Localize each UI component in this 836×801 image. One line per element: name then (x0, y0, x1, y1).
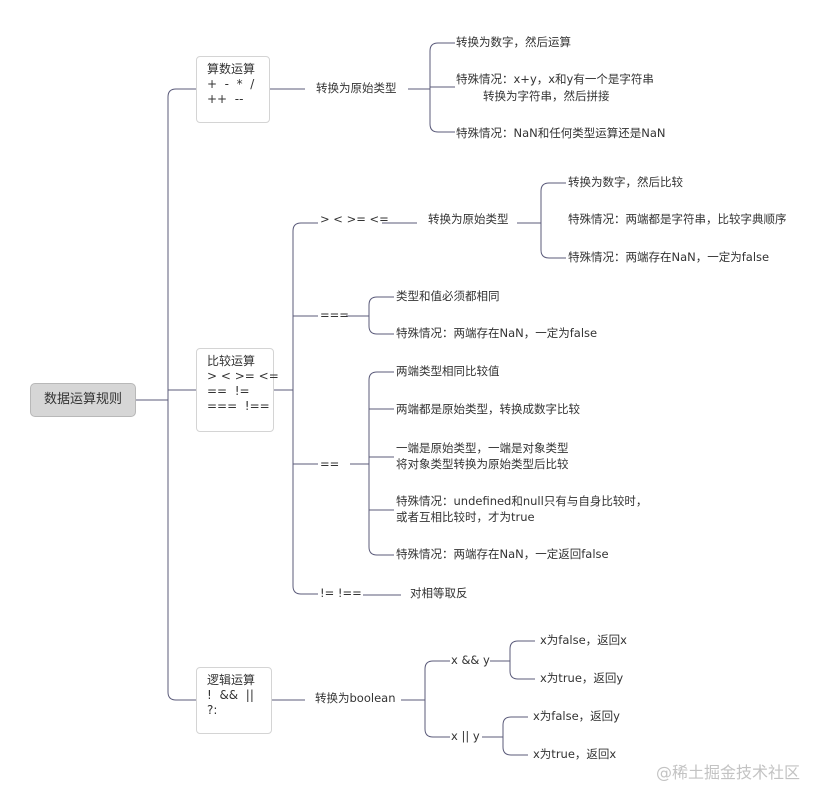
loose-label: == (320, 457, 340, 471)
arith-node[interactable]: 算数运算 + - * / ++ -- (196, 56, 270, 123)
arith-convert: 转换为原始类型 (316, 81, 397, 95)
compare-ops-3: === !== (207, 399, 270, 413)
or-leaf-1: x为false，返回y (533, 709, 620, 723)
strict-leaf-2: 特殊情况：两端存在NaN，一定为false (396, 326, 598, 340)
loose-leaf-1: 两端类型相同比较值 (396, 364, 500, 378)
logic-ops-1: ! && || (207, 688, 254, 702)
arith-leaf-3: 特殊情况：NaN和任何类型运算还是NaN (456, 126, 666, 140)
neq-text: 对相等取反 (410, 586, 468, 600)
neq-label: != !== (320, 586, 362, 600)
and-label: x && y (451, 653, 490, 667)
or-label: x || y (451, 729, 480, 743)
strict-label: === (320, 308, 349, 322)
arith-ops-2: ++ -- (207, 92, 244, 106)
rel-label: > < >= <= (320, 212, 389, 226)
arith-title: 算数运算 (207, 62, 256, 76)
arith-leaf-1: 转换为数字，然后运算 (456, 35, 571, 49)
compare-ops-2: == != (207, 384, 250, 398)
loose-leaf-4: 特殊情况：undefined和null只有与自身比较时， (396, 494, 648, 508)
or-leaf-2: x为true，返回x (533, 747, 617, 761)
strict-leaf-1: 类型和值必须都相同 (396, 289, 500, 303)
root-node[interactable]: 数据运算规则 (30, 383, 136, 417)
rel-convert: 转换为原始类型 (428, 212, 509, 226)
arith-leaf-2: 特殊情况：x+y，x和y有一个是字符串 (456, 72, 654, 86)
watermark: @稀土掘金技术社区 (656, 763, 801, 782)
and-leaf-1: x为false，返回x (540, 633, 627, 647)
loose-leaf-3b: 将对象类型转换为原始类型后比较 (396, 457, 569, 471)
arith-leaf-2b: 转换为字符串，然后拼接 (483, 89, 610, 103)
rel-leaf-3: 特殊情况：两端存在NaN，一定为false (568, 250, 770, 264)
compare-node[interactable]: 比较运算 > < >= <= == != === !== (196, 348, 279, 432)
loose-leaf-4b: 或者互相比较时，才为true (396, 510, 535, 524)
logic-ops-2: ?: (207, 703, 218, 717)
arith-ops-1: + - * / (207, 77, 255, 91)
loose-leaf-2: 两端都是原始类型，转换成数字比较 (396, 402, 580, 416)
compare-ops-1: > < >= <= (207, 369, 279, 383)
logic-title: 逻辑运算 (207, 673, 256, 687)
loose-leaf-5: 特殊情况：两端存在NaN，一定返回false (396, 547, 609, 561)
loose-leaf-3: 一端是原始类型，一端是对象类型 (396, 441, 569, 455)
rel-leaf-2: 特殊情况：两端都是字符串，比较字典顺序 (568, 212, 787, 226)
compare-title: 比较运算 (207, 354, 256, 368)
logic-convert: 转换为boolean (315, 691, 396, 705)
logic-node[interactable]: 逻辑运算 ! && || ?: (196, 667, 272, 734)
and-leaf-2: x为true，返回y (540, 671, 624, 685)
rel-leaf-1: 转换为数字，然后比较 (568, 175, 683, 189)
